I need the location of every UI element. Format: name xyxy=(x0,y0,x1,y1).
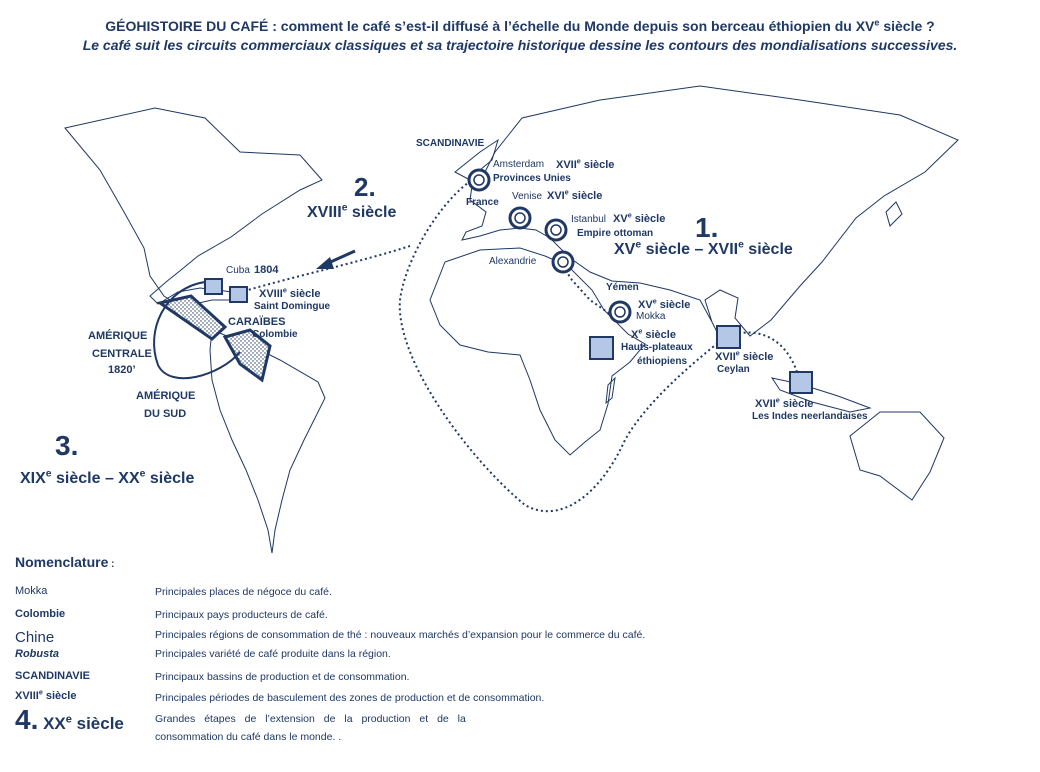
north-america-outline xyxy=(64,107,323,306)
label-colombie: Colombie xyxy=(252,329,298,340)
title-sup: e xyxy=(874,17,880,28)
legend-key-etape: 4. XXe siècle xyxy=(15,704,124,735)
legend-desc-robusta: Principales variété de café produite dan… xyxy=(155,648,391,660)
label-1804: 1804 xyxy=(254,264,279,276)
marker-amsterdam xyxy=(467,168,491,192)
title-main: GÉOHISTOIRE DU CAFÉ : comment le café s’… xyxy=(105,18,875,34)
legend-desc-etape-1: Grandes étapes de l’extension de la prod… xyxy=(155,713,466,725)
legend-key-chine: Chine xyxy=(15,629,55,646)
legend-key-siecle: XVIIIe siècle xyxy=(15,688,77,702)
label-ethiopiens: éthiopiens xyxy=(637,356,688,367)
label-amsterdam: Amsterdam xyxy=(493,159,545,170)
label-scandinavie: SCANDINAVIE xyxy=(416,138,485,149)
label-hauts-plateaux: Hauts-plateaux xyxy=(621,342,693,353)
marker-mokka xyxy=(608,300,632,324)
zone-amerique-centrale xyxy=(156,294,228,341)
legend-desc-scandinavie: Principaux bassins de production et de c… xyxy=(155,671,410,683)
page-title: GÉOHISTOIRE DU CAFÉ : comment le café s’… xyxy=(0,18,1040,34)
label-cuba: Cuba xyxy=(226,265,250,276)
zone-colombie xyxy=(222,328,272,383)
legend-title: Nomenclature : xyxy=(15,554,115,570)
legend-desc-etape-2: consommation du café dans le monde. . xyxy=(155,731,342,743)
route-europe-africa-loop xyxy=(398,177,726,513)
label-france: France xyxy=(466,197,499,208)
marker-indes xyxy=(789,371,813,394)
phase3-number: 3. xyxy=(55,430,79,461)
century-mokka: XVe siècle xyxy=(638,297,691,311)
legend-desc-colombie: Principaux pays producteurs de café. xyxy=(155,609,328,621)
marker-venise xyxy=(508,206,532,230)
label-indes: Les Indes neerlandaises xyxy=(752,411,868,422)
century-venise: XVIe siècle xyxy=(547,188,603,202)
south-america-outline xyxy=(209,329,326,554)
label-empire-ottoman: Empire ottoman xyxy=(577,228,654,239)
marker-saint-domingue xyxy=(229,286,248,303)
phase2-arrow-head xyxy=(316,257,334,269)
label-mokka: Mokka xyxy=(636,311,666,322)
legend-key-robusta: Robusta xyxy=(15,648,59,660)
label-1820: 1820’ xyxy=(108,364,136,376)
legend-key-colombie: Colombie xyxy=(15,608,66,620)
japan-outline xyxy=(885,201,903,227)
legend-key-mokka: Mokka xyxy=(15,585,48,597)
century-ethiopie: Xe siècle xyxy=(631,327,676,341)
marker-cuba xyxy=(204,278,223,295)
legend-key-scandinavie: SCANDINAVIE xyxy=(15,670,90,682)
marker-alexandrie xyxy=(551,250,575,274)
label-venise: Venise xyxy=(512,191,543,202)
phase2-number: 2. xyxy=(354,172,376,202)
madagascar-outline xyxy=(605,376,616,405)
label-saint-domingue: Saint Domingue xyxy=(254,301,331,312)
label-amerique-centrale-2: CENTRALE xyxy=(92,348,152,360)
label-amerique-sud-2: DU SUD xyxy=(144,408,187,420)
label-provinces-unies: Provinces Unies xyxy=(493,173,571,184)
century-ceylan: XVIIe siècle xyxy=(715,349,774,363)
phase2-label: XVIIIe siècle xyxy=(307,202,397,221)
century-amsterdam: XVIIe siècle xyxy=(556,157,615,171)
label-istanbul: Istanbul xyxy=(571,214,607,225)
century-istanbul: XVe siècle xyxy=(613,211,666,225)
title-end: siècle ? xyxy=(879,18,935,34)
label-amerique-centrale-1: AMÉRIQUE xyxy=(88,330,148,342)
marker-ethiopie xyxy=(589,336,614,360)
page-subtitle: Le café suit les circuits commerciaux cl… xyxy=(82,37,958,53)
legend-desc-siecle: Principales périodes de basculement des … xyxy=(155,692,545,704)
australia-outline xyxy=(849,411,945,501)
label-ceylan: Ceylan xyxy=(717,364,750,375)
zone-ameriques-loop xyxy=(153,281,241,380)
legend-desc-chine: Principales régions de consommation de t… xyxy=(155,629,646,641)
phase3-label: XIXe siècle – XXe siècle xyxy=(20,468,195,487)
century-saint-domingue: XVIIIe siècle xyxy=(259,286,321,300)
phase1-number: 1. xyxy=(695,212,719,243)
label-alexandrie: Alexandrie xyxy=(489,256,537,267)
legend-desc-mokka: Principales places de négoce du café. xyxy=(155,586,332,598)
eurasia-outline xyxy=(461,85,959,349)
label-yemen: Yémen xyxy=(606,282,639,293)
marker-ceylan xyxy=(716,325,741,349)
marker-istanbul xyxy=(544,218,568,242)
century-indes: XVIIe siècle xyxy=(755,396,814,410)
label-caraibes: CARAÏBES xyxy=(228,316,286,328)
phase1-label: XVe siècle – XVIIe siècle xyxy=(614,239,793,258)
label-amerique-sud-1: AMÉRIQUE xyxy=(136,390,196,402)
